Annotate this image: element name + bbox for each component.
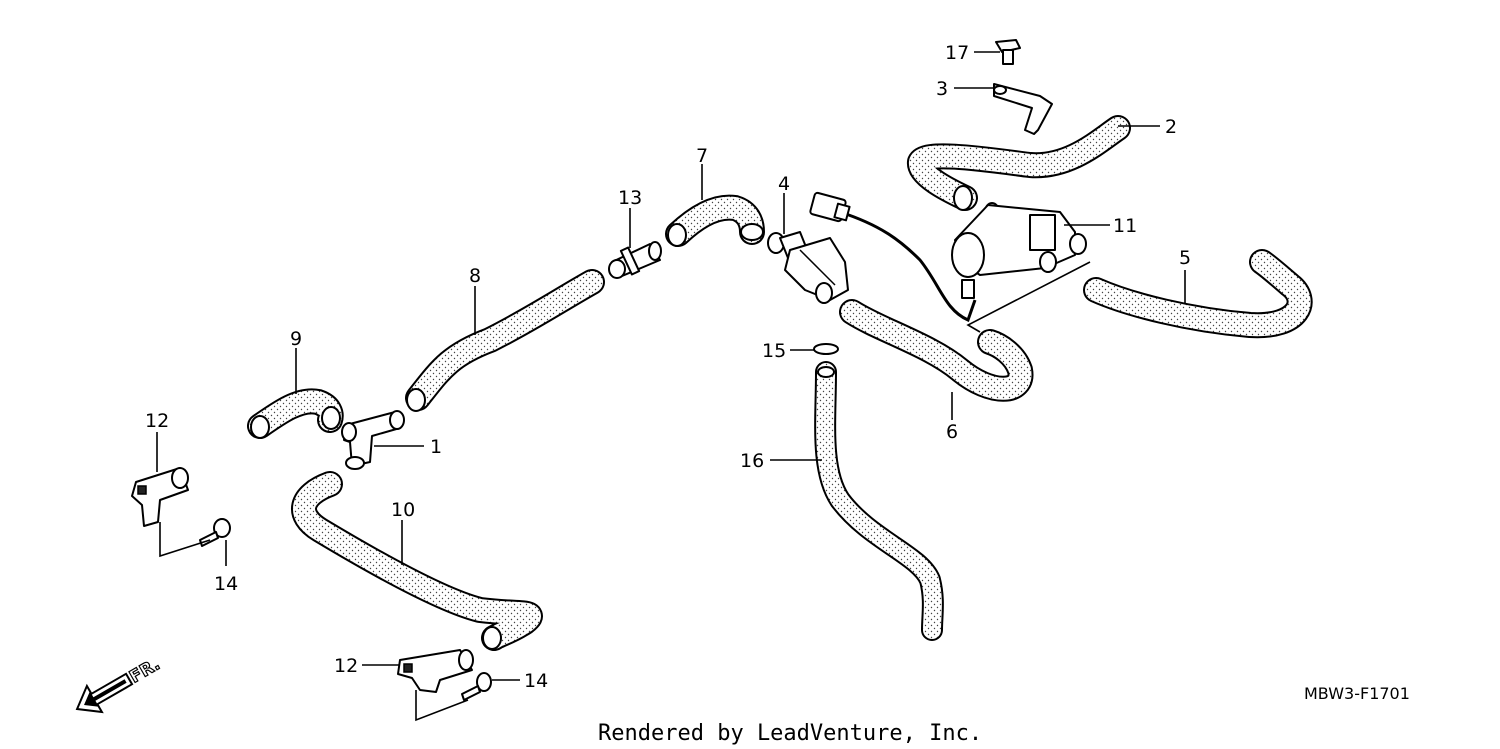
footer-credit: Rendered by LeadVenture, Inc. — [598, 721, 982, 746]
callout-14-upper: 14 — [214, 573, 238, 595]
valve-4[interactable] — [767, 231, 849, 304]
screw-14-lower[interactable] — [461, 672, 492, 701]
hose-2[interactable] — [907, 115, 1131, 211]
hose-7[interactable] — [665, 194, 765, 247]
joint-13[interactable] — [608, 241, 662, 279]
callout-2: 2 — [1165, 116, 1177, 138]
diagram-code: MBW3-F1701 — [1304, 684, 1410, 703]
callout-6: 6 — [946, 421, 958, 443]
callout-3: 3 — [936, 78, 948, 100]
clamp-12-upper[interactable] — [131, 467, 189, 527]
hose-10[interactable] — [291, 471, 543, 651]
callout-5: 5 — [1179, 247, 1191, 269]
callout-4: 4 — [778, 173, 790, 195]
callout-10: 10 — [391, 499, 415, 521]
callout-13: 13 — [618, 187, 642, 209]
clamp-12-lower[interactable] — [397, 649, 474, 693]
hose-5[interactable] — [1083, 249, 1313, 339]
callout-15: 15 — [762, 340, 786, 362]
callout-12-lower: 12 — [334, 655, 358, 677]
callout-17: 17 — [945, 42, 969, 64]
hose-6[interactable] — [839, 299, 1034, 402]
leader-lines — [156, 51, 1186, 722]
callout-7: 7 — [696, 145, 708, 167]
t-joint-1[interactable] — [341, 410, 405, 470]
hose-9[interactable] — [247, 388, 344, 439]
callout-12-upper: 12 — [145, 410, 169, 432]
callout-1: 1 — [430, 436, 442, 458]
callout-9: 9 — [290, 328, 302, 350]
clip-15[interactable] — [813, 343, 839, 355]
callout-16: 16 — [740, 450, 764, 472]
solenoid-valve-11[interactable] — [951, 202, 1087, 299]
bracket-3[interactable] — [993, 83, 1053, 135]
callout-14-lower: 14 — [524, 670, 548, 692]
callout-11: 11 — [1113, 215, 1137, 237]
hose-8[interactable] — [405, 269, 605, 412]
front-direction-arrow: FR. — [75, 654, 164, 714]
bolt-17[interactable] — [995, 39, 1021, 65]
hose-16[interactable] — [814, 361, 944, 641]
wire-harness — [809, 191, 977, 323]
callout-8: 8 — [469, 265, 481, 287]
